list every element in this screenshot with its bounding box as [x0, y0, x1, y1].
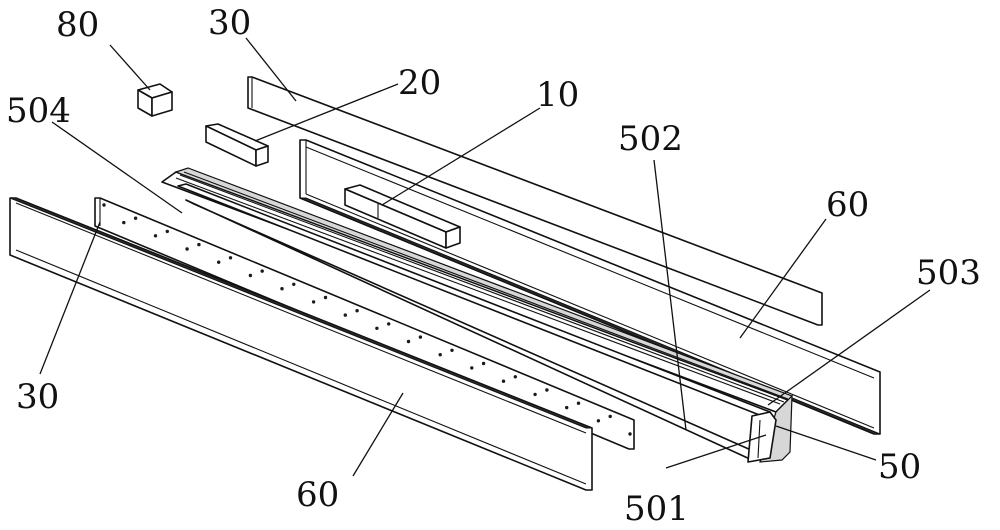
leader-503 — [767, 289, 931, 406]
label-60-right: 60 — [826, 185, 870, 225]
label-501: 501 — [624, 489, 689, 529]
leader-60-bottom — [352, 392, 404, 477]
leader-50 — [775, 425, 877, 461]
panel-hole — [228, 256, 233, 260]
leader-30-top — [245, 37, 297, 102]
panel-hole — [545, 388, 549, 392]
panel-hole — [355, 309, 359, 313]
panel-hole — [292, 282, 296, 286]
leader-30-left — [39, 221, 101, 375]
panel-hole — [165, 229, 169, 234]
panel-hole — [133, 216, 138, 220]
label-20: 20 — [398, 63, 442, 103]
leader-504 — [51, 121, 183, 214]
panel-hole — [153, 234, 158, 238]
panel-holes — [102, 203, 632, 436]
label-504: 504 — [6, 91, 71, 131]
panel-hole — [102, 203, 106, 207]
panel-hole — [387, 322, 391, 326]
panel-hole — [260, 269, 264, 273]
block-80 — [137, 83, 173, 117]
panel-hole — [197, 242, 201, 247]
label-503: 503 — [916, 253, 981, 293]
label-10: 10 — [536, 75, 580, 115]
housing-60-front — [9, 197, 593, 491]
label-80: 80 — [56, 5, 100, 45]
leader-80 — [109, 44, 151, 91]
panel-hole — [311, 300, 316, 304]
panel-30-front — [94, 197, 635, 450]
panel-hole — [323, 295, 328, 300]
label-50: 50 — [878, 447, 922, 487]
label-60-bottom: 60 — [296, 475, 340, 515]
leader-lines — [39, 37, 931, 477]
leader-20 — [254, 83, 399, 142]
panel-hole — [450, 348, 454, 352]
panel-hole — [280, 287, 284, 291]
panel-30-top — [247, 76, 823, 326]
label-30-top: 30 — [208, 3, 252, 43]
leader-60-right — [739, 218, 827, 339]
block-10 — [344, 184, 461, 249]
panel-hole — [122, 220, 126, 225]
panel-hole — [438, 353, 442, 357]
leader-502 — [653, 159, 687, 431]
panel-hole — [565, 405, 569, 410]
panel-hole — [501, 379, 506, 383]
panel-hole — [185, 247, 189, 251]
panel-hole — [608, 414, 612, 419]
panel-hole — [470, 366, 474, 370]
leader-501 — [665, 434, 767, 469]
rail-beam-50 — [161, 167, 794, 463]
block-20 — [205, 123, 269, 167]
panel-hole — [628, 432, 632, 436]
panel-hole — [513, 375, 517, 379]
panel-hole — [375, 326, 379, 330]
panel-hole — [248, 273, 253, 278]
panel-hole — [217, 260, 221, 264]
panel-hole — [481, 361, 486, 366]
panel-hole — [343, 313, 347, 317]
panel-hole — [418, 335, 423, 339]
label-30-left: 30 — [16, 377, 60, 417]
panel-hole — [533, 392, 537, 397]
panel-hole — [596, 419, 601, 423]
label-502: 502 — [618, 119, 683, 159]
panel-hole — [576, 401, 581, 405]
leader-10 — [381, 107, 541, 206]
panel-hole — [406, 339, 411, 344]
